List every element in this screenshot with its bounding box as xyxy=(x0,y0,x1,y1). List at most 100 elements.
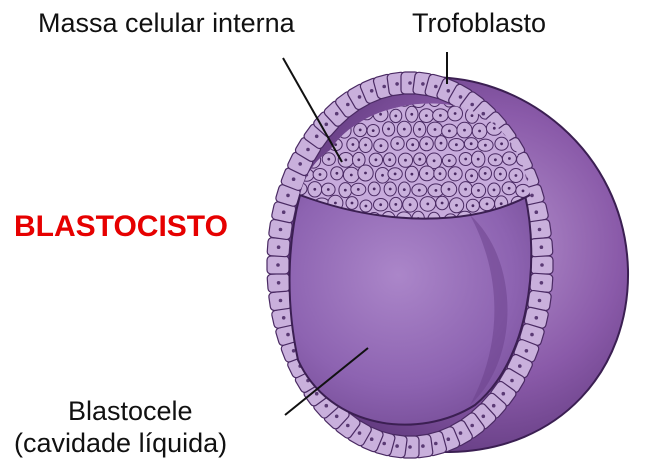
cell-nucleus xyxy=(411,143,415,147)
cell-nucleus xyxy=(478,129,481,133)
cell-nucleus xyxy=(537,227,542,232)
cell-nucleus xyxy=(328,98,331,101)
cell-nucleus xyxy=(470,423,475,428)
cell-nucleus xyxy=(469,142,473,146)
label-inner-cell-mass: Massa celular interna xyxy=(38,8,295,38)
cavity-shading xyxy=(470,215,508,405)
inner-mass-cell xyxy=(442,103,456,108)
cell-nucleus xyxy=(298,162,303,166)
cell-nucleus xyxy=(286,193,290,198)
cell-nucleus xyxy=(455,143,458,147)
cell-nucleus xyxy=(278,227,283,232)
cell-nucleus xyxy=(346,423,350,428)
cell-nucleus xyxy=(508,157,511,160)
inner-mass-cell xyxy=(300,108,314,123)
cell-nucleus xyxy=(276,245,281,249)
cell-nucleus xyxy=(335,171,339,175)
cell-nucleus xyxy=(470,102,475,107)
cell-nucleus xyxy=(381,173,384,177)
cell-nucleus xyxy=(485,202,489,206)
cell-nucleus xyxy=(463,128,466,132)
cell-nucleus xyxy=(314,391,319,396)
cell-nucleus xyxy=(344,158,348,162)
cell-nucleus xyxy=(408,81,412,85)
cell-nucleus xyxy=(313,187,317,191)
cell-nucleus xyxy=(492,188,496,192)
cell-nucleus xyxy=(439,141,443,145)
cell-nucleus xyxy=(404,158,407,162)
title-blastocyst: BLASTOCISTO xyxy=(14,210,228,243)
cell-nucleus xyxy=(458,95,463,99)
cell-nucleus xyxy=(453,172,457,176)
cell-nucleus xyxy=(324,122,329,127)
cell-nucleus xyxy=(501,391,506,396)
inner-mass-cell xyxy=(300,121,308,135)
cell-nucleus xyxy=(410,112,414,116)
cell-nucleus xyxy=(421,82,425,86)
cell-nucleus xyxy=(357,431,362,435)
cell-nucleus xyxy=(500,142,503,146)
cell-nucleus xyxy=(498,172,502,176)
label-blastocoel-subtitle: (cavidade líquida) xyxy=(14,428,228,458)
cell-nucleus xyxy=(540,263,544,267)
cell-nucleus xyxy=(471,204,475,208)
cell-nucleus xyxy=(525,98,528,101)
cell-nucleus xyxy=(379,203,383,207)
cell-nucleus xyxy=(326,188,330,191)
cell-nucleus xyxy=(364,143,367,147)
cell-nucleus xyxy=(374,158,378,162)
cell-nucleus xyxy=(324,403,329,408)
cell-nucleus xyxy=(387,127,390,131)
cell-nucleus xyxy=(304,114,308,117)
cell-nucleus xyxy=(447,187,451,191)
cell-nucleus xyxy=(306,147,310,152)
cell-nucleus xyxy=(484,143,487,147)
cell-nucleus xyxy=(455,203,458,207)
cell-nucleus xyxy=(481,111,486,116)
cell-nucleus xyxy=(494,158,497,162)
cell-nucleus xyxy=(291,177,296,181)
cell-nucleus xyxy=(514,174,518,177)
cell-nucleus xyxy=(448,129,451,133)
cell-nucleus xyxy=(350,201,354,205)
cell-nucleus xyxy=(369,437,374,442)
cell-nucleus xyxy=(425,114,428,117)
cell-nucleus xyxy=(379,112,382,116)
cell-nucleus xyxy=(530,193,534,198)
cell-nucleus xyxy=(357,158,361,162)
cell-nucleus xyxy=(434,84,438,89)
cell-nucleus xyxy=(492,126,496,130)
cell-nucleus xyxy=(388,187,392,191)
cell-nucleus xyxy=(291,349,296,353)
cell-nucleus xyxy=(351,143,355,146)
cell-nucleus xyxy=(470,174,473,178)
cell-nucleus xyxy=(276,281,281,285)
cell-nucleus xyxy=(334,111,339,116)
cell-nucleus xyxy=(364,171,367,175)
cell-nucleus xyxy=(356,188,360,191)
label-blastocoel: Blastocele xyxy=(68,396,193,426)
cell-nucleus xyxy=(438,172,442,176)
cell-nucleus xyxy=(425,142,428,146)
cell-nucleus xyxy=(521,189,525,193)
cell-nucleus xyxy=(464,157,468,161)
pointer-blastocoel xyxy=(284,347,369,416)
cell-nucleus xyxy=(318,173,322,176)
cell-nucleus xyxy=(434,441,438,446)
cell-nucleus xyxy=(539,245,544,249)
cell-nucleus xyxy=(278,298,283,303)
cell-nucleus xyxy=(298,98,301,101)
cell-nucleus xyxy=(402,188,406,192)
cell-nucleus xyxy=(402,127,406,131)
cell-nucleus xyxy=(346,102,350,107)
cell-nucleus xyxy=(453,112,457,115)
pointer-inner-cell-mass xyxy=(282,57,343,163)
cell-nucleus xyxy=(393,172,397,176)
cell-nucleus xyxy=(395,444,399,448)
label-trophoblast: Trofoblasto xyxy=(412,8,547,38)
cell-nucleus xyxy=(394,114,398,118)
cell-nucleus xyxy=(314,134,319,139)
cell-nucleus xyxy=(476,157,480,161)
cell-nucleus xyxy=(343,188,347,192)
